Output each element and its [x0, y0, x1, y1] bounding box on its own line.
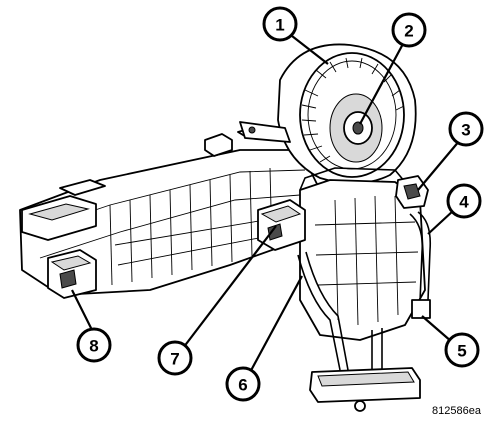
callout-4: 4: [446, 183, 482, 219]
leader-line-1: [291, 35, 329, 65]
leader-lines: [71, 35, 461, 377]
mounting-bracket: [239, 121, 291, 143]
callout-3-number: 3: [461, 121, 470, 140]
figure-reference-code: 812586ea: [432, 405, 482, 417]
callout-6-number: 6: [238, 376, 247, 395]
callout-8: 8: [76, 327, 112, 363]
callout-7-number: 7: [170, 350, 179, 369]
leader-line-5: [421, 315, 453, 343]
leader-line-6: [247, 275, 303, 377]
callout-5-number: 5: [457, 342, 466, 361]
callout-5: 5: [444, 332, 480, 368]
callout-2-number: 2: [404, 22, 413, 41]
leader-line-2: [359, 41, 405, 125]
refrigerant-lines: [297, 251, 421, 412]
callout-6: 6: [225, 366, 261, 402]
callout-1-number: 1: [275, 16, 284, 35]
drain-tube: [409, 211, 432, 319]
callout-7: 7: [157, 340, 193, 376]
blower-motor: [343, 111, 373, 145]
blend-door-actuator: [257, 199, 306, 251]
leader-line-4: [427, 209, 455, 235]
blower-housing: [277, 43, 417, 185]
leader-line-3: [417, 139, 461, 191]
callout-3: 3: [448, 111, 484, 147]
callout-4-number: 4: [459, 193, 469, 212]
callout-1: 1: [262, 6, 298, 42]
hvac-housing-illustration: [19, 43, 432, 412]
leader-line-7: [179, 225, 277, 353]
leader-line-8: [71, 289, 93, 331]
mode-door-actuator: [47, 249, 97, 299]
callout-2: 2: [391, 12, 427, 48]
callout-8-number: 8: [89, 337, 98, 356]
sensor-connector: [395, 175, 429, 209]
